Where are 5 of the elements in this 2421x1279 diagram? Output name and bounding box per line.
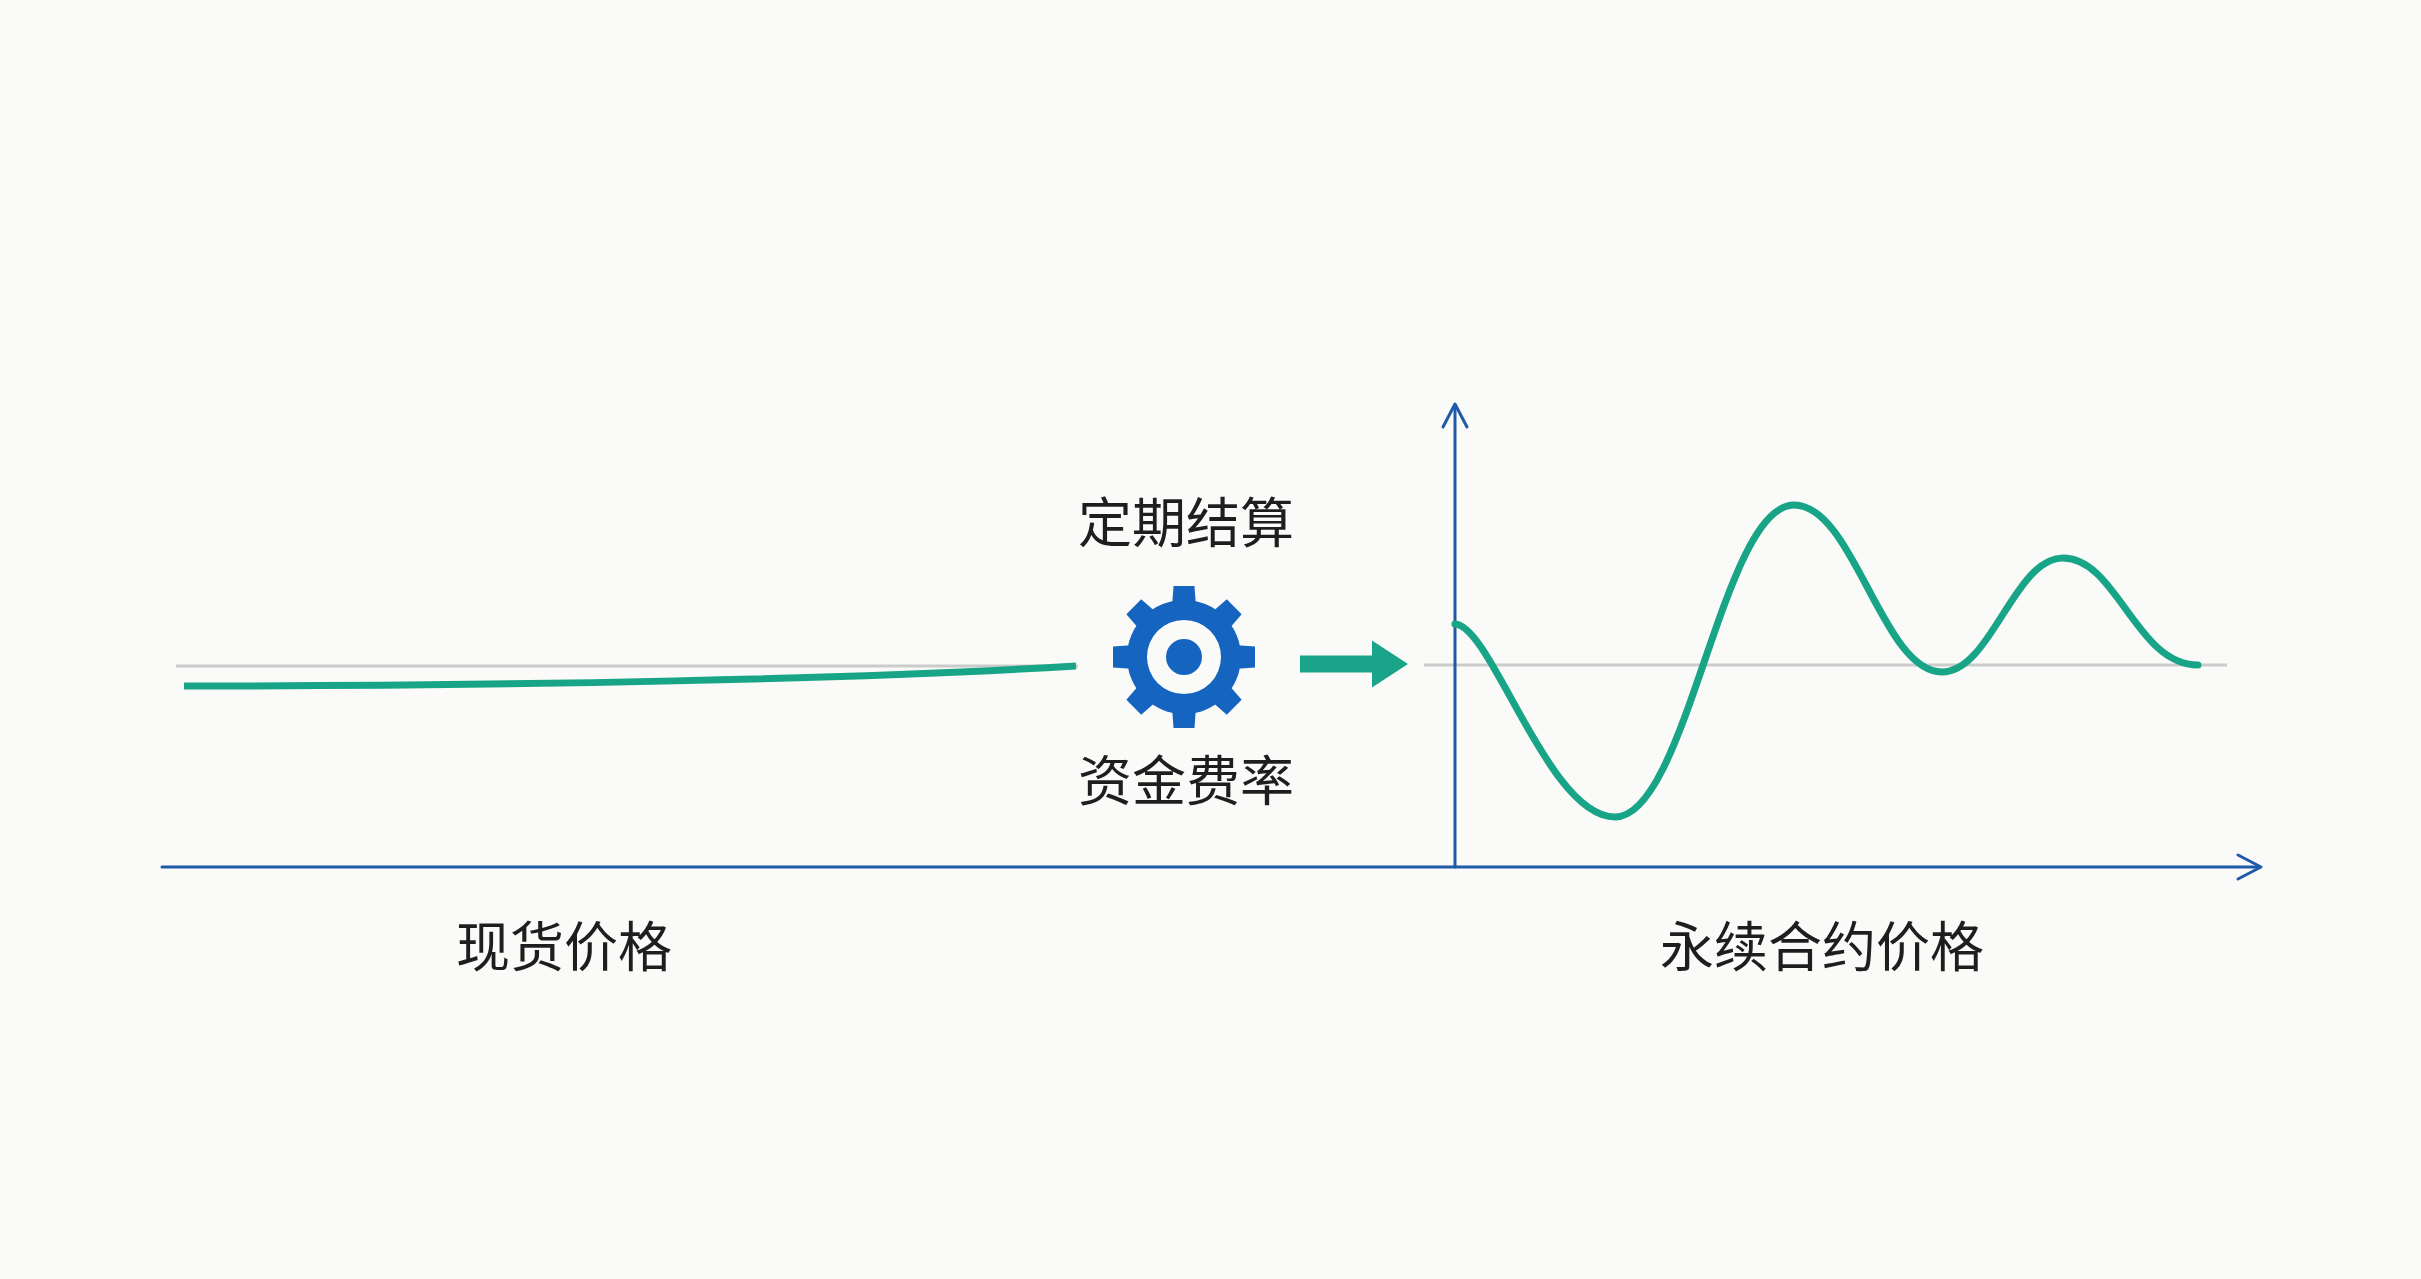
node-label: 资金费率 bbox=[1078, 756, 1294, 810]
node-label: 现货价格 bbox=[456, 922, 672, 976]
node-label: 永续合约价格 bbox=[1660, 922, 1984, 976]
arrow bbox=[1300, 640, 1408, 688]
node-label: 定期结算 bbox=[1078, 498, 1294, 552]
